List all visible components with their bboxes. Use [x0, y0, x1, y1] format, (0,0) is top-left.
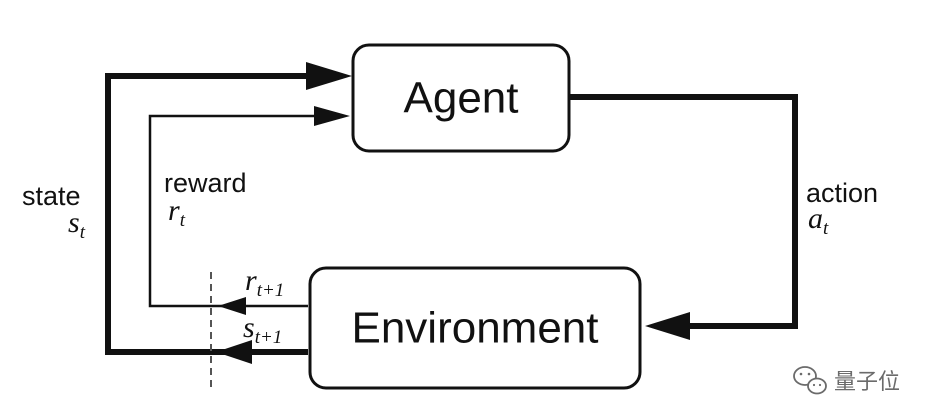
- next-reward-symbol: rt+1: [245, 264, 284, 301]
- state-symbol-subscript: t: [80, 222, 86, 243]
- reward-label: reward: [164, 168, 247, 198]
- next-reward-symbol-main: r: [245, 264, 257, 297]
- reward-symbol-main: r: [168, 194, 180, 227]
- next-state-arrowhead: [216, 340, 252, 364]
- state-label: state: [22, 181, 81, 211]
- environment-node: Environment: [308, 266, 642, 390]
- reward-symbol-subscript: t: [180, 210, 186, 231]
- action-arrowhead: [645, 312, 690, 340]
- state-edge: state st: [22, 62, 352, 355]
- agent-box: [351, 43, 571, 153]
- action-label: action: [806, 178, 878, 208]
- action-symbol-subscript: t: [823, 218, 829, 239]
- state-arrowhead: [306, 62, 352, 90]
- reward-arrowhead: [314, 106, 350, 126]
- next-state-symbol: st+1: [243, 311, 282, 348]
- action-edge: action at: [570, 94, 878, 340]
- next-state-arrow: st+1: [216, 311, 282, 364]
- next-reward-arrowhead: [218, 297, 246, 315]
- watermark: 量子位: [793, 366, 900, 395]
- state-symbol-main: s: [68, 206, 80, 239]
- wechat-icon: [793, 366, 827, 395]
- state-symbol: st: [68, 206, 86, 243]
- next-state-symbol-main: s: [243, 311, 255, 344]
- watermark-text: 量子位: [834, 370, 900, 395]
- environment-label: Environment: [351, 304, 598, 353]
- action-symbol: at: [808, 202, 829, 239]
- next-state-symbol-subscript: t+1: [255, 327, 283, 348]
- agent-label: Agent: [404, 74, 519, 123]
- agent-node: Agent: [351, 43, 571, 153]
- reward-symbol: rt: [168, 194, 186, 231]
- action-arrow-line: [570, 94, 798, 329]
- next-reward-symbol-subscript: t+1: [257, 280, 285, 301]
- state-arrow-line: [105, 73, 310, 355]
- action-symbol-main: a: [808, 202, 823, 235]
- next-reward-arrow: rt+1: [218, 264, 284, 315]
- environment-box: [308, 266, 642, 390]
